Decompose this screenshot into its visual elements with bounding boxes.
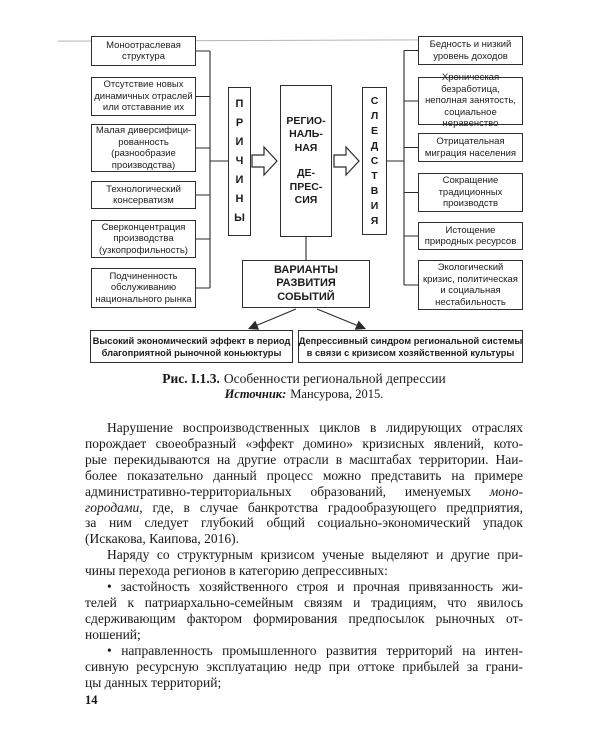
text-line: административно-территориальных образова…	[85, 484, 523, 500]
effect-box: Хроническая безработица, неполная занято…	[418, 72, 523, 129]
vertical-letter: Е	[370, 124, 378, 137]
outcome-line: благоприятной рыночной коньюктуры	[101, 347, 282, 358]
vertical-letter: И	[235, 174, 244, 186]
vertical-letter: Д	[370, 139, 379, 152]
vertical-letter: С	[370, 94, 379, 107]
central-depression-box: РЕГИО- НАЛЬ- НАЯ ДЕ- ПРЕС- СИЯ	[280, 85, 332, 237]
vertical-letter: Т	[371, 169, 378, 182]
vertical-letter: Н	[235, 193, 244, 205]
arrowhead-icon	[248, 320, 260, 330]
vertical-letter: И	[370, 199, 379, 212]
source-label: Источник:	[224, 387, 287, 401]
central-line: РЕГИО-	[286, 114, 326, 127]
text-line: сивную ресурсную эксплуатацию недр при о…	[85, 658, 523, 674]
effects-vertical-label: С Л Е Д С Т В И Я	[362, 87, 387, 235]
connector-lines	[196, 49, 418, 330]
paragraph: • направленность промышленного развития …	[85, 643, 523, 691]
text-line: • направленность промышленного развития …	[107, 642, 523, 658]
figure-diagram: Моноотраслевая структура Отсутствие новы…	[57, 36, 523, 363]
vertical-letter: Л	[370, 109, 379, 122]
text-line: рые перекидываются на другие отрасли в м…	[85, 451, 523, 467]
paragraph: Нарушение воспроизводственных циклов в л…	[85, 420, 523, 547]
variants-line: РАЗВИТИЯ	[276, 277, 336, 290]
cause-box: Малая диверсифици-рованность (разнообраз…	[91, 124, 196, 172]
block-arrow-icon	[251, 145, 278, 177]
vertical-letter: П	[235, 98, 244, 110]
variants-line: СОБЫТИЙ	[277, 290, 335, 303]
text-line: (Искакова, Каипова, 2016).	[85, 531, 239, 547]
arrowhead-icon	[354, 320, 366, 330]
cause-box: Отсутствие новых динамичных отраслей или…	[91, 77, 196, 116]
outcome-line: Высокий экономический эффект в период	[92, 335, 291, 346]
body-text: Нарушение воспроизводственных циклов в л…	[85, 420, 523, 690]
text-segment: административно-территориальных образова…	[85, 483, 490, 499]
cause-box: Подчиненность обслуживанию национального…	[91, 268, 196, 308]
text-line: Нарушение воспроизводственных циклов в л…	[107, 420, 523, 435]
text-line: порождает своеобразный «эффект домино» к…	[85, 435, 523, 451]
figure-caption: Рис. I.1.3.Особенности региональной депр…	[85, 371, 523, 402]
figure-source: Источник:Мансурова, 2015.	[85, 387, 523, 402]
central-line: НАЯ	[294, 141, 318, 154]
text-line: городами, где, в случае банкротства град…	[85, 500, 523, 516]
effect-box: Бедность и низкий уровень доходов	[418, 36, 523, 65]
caption-title: Особенности региональной депрессии	[223, 371, 446, 386]
effect-box: Истощение природных ресурсов	[418, 222, 523, 250]
caption-title-line: Рис. I.1.3.Особенности региональной депр…	[85, 371, 523, 387]
variants-box: ВАРИАНТЫ РАЗВИТИЯ СОБЫТИЙ	[242, 260, 370, 308]
effect-box: Экологический кризис, политическая и соц…	[418, 260, 523, 310]
outcome-line: в связи с кризисом хозяйственной культур…	[306, 347, 515, 358]
source-text: Мансурова, 2015.	[290, 387, 384, 401]
cause-box: Моноотраслевая структура	[91, 36, 196, 66]
text-line: цы данных территорий;	[85, 674, 222, 690]
text-line: Наряду со структурным кризисом ученые вы…	[107, 547, 523, 563]
causes-vertical-label: П Р И Ч И Н Ы	[228, 87, 251, 236]
text-segment: моно-	[489, 483, 523, 499]
paragraph: • застойность хозяйственного строя и про…	[85, 579, 523, 643]
outcome-left-box: Высокий экономический эффект в период бл…	[90, 330, 293, 363]
text-line: более показательно данный процесс можно …	[85, 467, 523, 483]
text-line: ношений;	[85, 626, 141, 642]
text-segment: городами	[85, 499, 140, 515]
text-line: за ним следует глубокий общий социально-…	[85, 515, 523, 531]
vertical-letter: С	[370, 154, 379, 167]
central-line: СИЯ	[294, 194, 318, 206]
central-line: НАЛЬ-	[289, 128, 323, 140]
vertical-letter: Я	[370, 214, 379, 227]
cause-box: Сверконцентрация производства (узкопрофи…	[91, 220, 196, 258]
cause-box: Технологический консерватизм	[91, 181, 196, 209]
block-arrow-icon	[333, 145, 360, 177]
central-line: ДЕ-	[297, 167, 315, 179]
vertical-letter: Р	[235, 117, 244, 129]
caption-label: Рис. I.1.3.	[162, 371, 220, 386]
outcome-right-box: Депрессивный синдром региональной систем…	[298, 330, 523, 363]
text-line: чины перехода регионов в категорию депре…	[85, 563, 388, 579]
effect-box: Отрицательная миграция населения	[418, 133, 523, 162]
vertical-letter: Ы	[234, 212, 245, 224]
page-number: 14	[85, 693, 98, 707]
central-line: ПРЕС-	[289, 180, 323, 193]
text-line: сдерживающим фактором формирования предп…	[85, 610, 523, 626]
vertical-letter: В	[370, 184, 379, 197]
paragraph: Наряду со структурным кризисом ученые вы…	[85, 547, 523, 579]
variants-line: ВАРИАНТЫ	[274, 263, 338, 276]
text-segment: , где, в случае банкротства градообразую…	[139, 499, 523, 515]
vertical-letter: И	[235, 136, 244, 148]
effect-box: Сокращение традиционных производств	[418, 173, 523, 212]
vertical-letter: Ч	[235, 155, 244, 167]
text-line: телей к патриархально-семейным связям и …	[85, 594, 523, 610]
outcome-line: Депрессивный синдром региональной систем…	[298, 335, 523, 346]
text-line: • застойность хозяйственного строя и про…	[107, 579, 523, 595]
